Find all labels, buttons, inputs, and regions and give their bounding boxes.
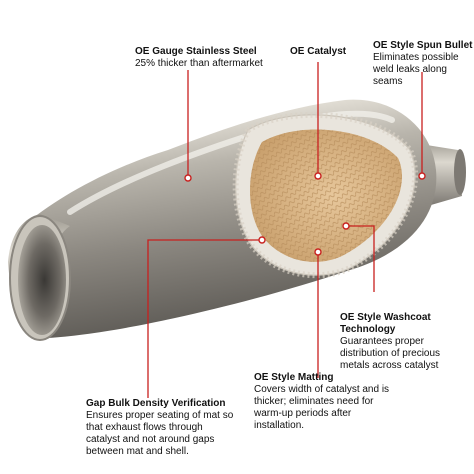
- callout-washcoat-desc: Guarantees proper distribution of precio…: [340, 336, 441, 371]
- callout-washcoat: OE Style Washcoat Technology Guarantees …: [340, 312, 472, 372]
- callout-bullet-title: OE Style Spun Bullet: [373, 40, 473, 51]
- dot-catalyst: [314, 172, 322, 180]
- dot-gauge: [184, 174, 192, 182]
- callout-gap-title: Gap Bulk Density Verification: [86, 398, 226, 409]
- callout-gauge-title: OE Gauge Stainless Steel: [135, 46, 257, 57]
- callout-bullet: OE Style Spun Bullet Eliminates possible…: [373, 40, 473, 88]
- callout-matting-desc: Covers width of catalyst and is thicker;…: [254, 384, 390, 431]
- dot-washcoat: [342, 222, 350, 230]
- callout-catalyst-title: OE Catalyst: [290, 46, 347, 57]
- callout-matting: OE Style Matting Covers width of catalys…: [254, 372, 390, 432]
- dot-gap: [258, 236, 266, 244]
- dot-matting: [314, 248, 322, 256]
- leader-lines: [147, 62, 423, 398]
- leader-washcoat: [346, 225, 375, 292]
- leader-dots: [184, 172, 426, 256]
- callout-gauge: OE Gauge Stainless Steel 25% thicker tha…: [135, 46, 265, 70]
- matting-texture: [232, 111, 419, 279]
- dot-bullet: [418, 172, 426, 180]
- callout-gap-desc: Ensures proper seating of mat so that ex…: [86, 410, 234, 457]
- callout-gap: Gap Bulk Density Verification Ensures pr…: [86, 398, 234, 458]
- leader-gap: [147, 239, 262, 398]
- callout-gauge-desc: 25% thicker than aftermarket: [135, 58, 263, 69]
- callout-catalyst: OE Catalyst: [290, 46, 370, 58]
- callout-bullet-desc: Eliminates possible weld leaks along sea…: [373, 52, 459, 87]
- inlet-pipe: [8, 214, 71, 341]
- callout-matting-title: OE Style Matting: [254, 372, 334, 383]
- callout-washcoat-title: OE Style Washcoat Technology: [340, 312, 431, 335]
